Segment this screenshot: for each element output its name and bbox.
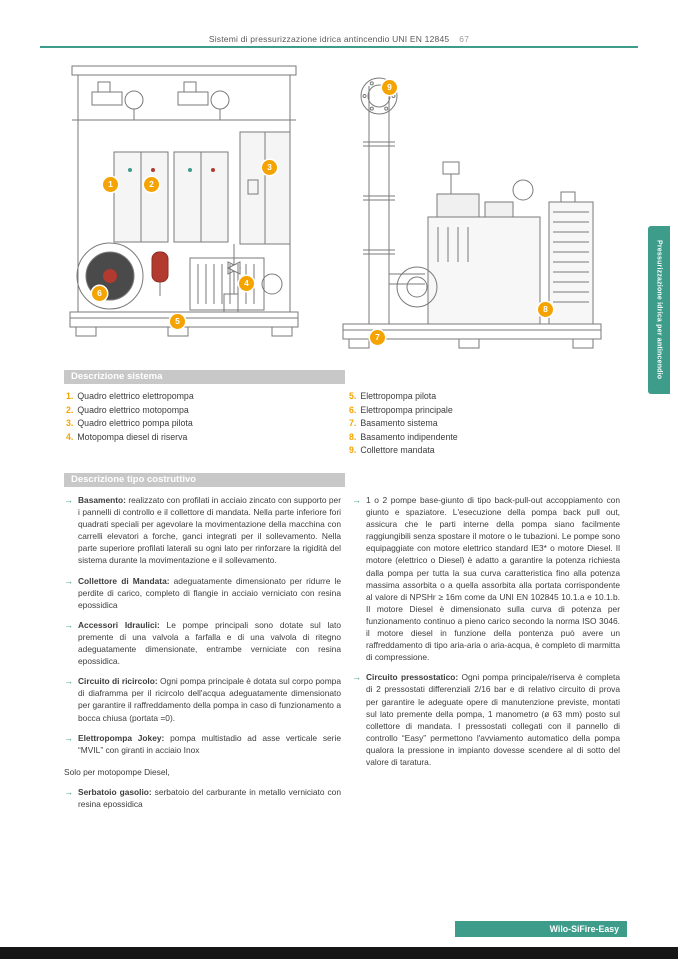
list-item: 4.Motopompa diesel di riserva <box>66 431 336 445</box>
item-number: 5. <box>349 391 357 401</box>
list-item: 1.Quadro elettrico elettropompa <box>66 390 336 404</box>
spec-text: realizzato con profilati in acciaio zinc… <box>78 495 341 566</box>
arrow-bullet-icon: → <box>64 575 73 586</box>
spec-item: → Circuito pressostatico: Ogni pompa pri… <box>352 671 620 768</box>
arrow-bullet-icon: → <box>352 495 361 505</box>
arrow-bullet-icon: → <box>64 732 73 743</box>
system-list-left: 1.Quadro elettrico elettropompa 2.Quadro… <box>66 390 336 444</box>
arrow-bullet-icon: → <box>64 619 73 630</box>
callout-4: 4 <box>239 276 254 291</box>
side-tab: Pressurizzazione idrica per antincendio <box>648 226 670 394</box>
list-item: 7.Basamento sistema <box>349 417 619 431</box>
item-number: 4. <box>66 431 74 442</box>
section-title-descrizione-sistema: Descrizione sistema <box>64 370 345 384</box>
spec-text: Ogni pompa principale è dotata sul corpo… <box>78 676 342 723</box>
system-list-right: 5.Elettropompa pilota 6.Elettropompa pri… <box>349 390 619 458</box>
spec-item: → Basamento: realizzato con profilati in… <box>64 494 341 567</box>
callout-2: 2 <box>144 177 159 192</box>
arrow-bullet-icon: → <box>64 786 73 797</box>
spec-text: adeguatamente dimensionato per ridurre l… <box>78 575 341 610</box>
diesel-note: Solo per motopompe Diesel, <box>64 766 170 777</box>
spec-column-left: → Basamento: realizzato con profilati in… <box>64 494 341 818</box>
item-number: 6. <box>349 404 357 415</box>
list-item: 2.Quadro elettrico motopompa <box>66 404 336 418</box>
list-item: 5.Elettropompa pilota <box>349 390 619 404</box>
item-label: Elettropompa pilota <box>360 391 437 401</box>
item-number: 9. <box>349 445 357 455</box>
spec-lead: Circuito pressostatico: <box>366 672 459 683</box>
spec-item: → Collettore di Mandata: adeguatamente d… <box>64 575 341 611</box>
item-label: Basamento indipendente <box>360 431 458 442</box>
item-label: Quadro elettrico motopompa <box>77 404 189 415</box>
item-label: Quadro elettrico elettropompa <box>77 391 194 401</box>
spec-item: → 1 o 2 pompe base-giunto di tipo back-p… <box>352 494 620 663</box>
item-label: Motopompa diesel di riserva <box>77 431 188 442</box>
callout-5: 5 <box>170 314 185 329</box>
item-label: Basamento sistema <box>360 418 438 428</box>
callout-8: 8 <box>538 302 553 317</box>
item-number: 2. <box>66 404 74 415</box>
list-item: 8.Basamento indipendente <box>349 431 619 445</box>
callout-9: 9 <box>382 80 397 95</box>
spec-text: serbatoio del carburante in metallo vern… <box>78 786 341 809</box>
spec-lead: Serbatoio gasolio: <box>78 786 152 797</box>
spec-lead: Circuito di ricircolo: <box>78 676 158 687</box>
list-item: 3.Quadro elettrico pompa pilota <box>66 417 336 431</box>
section-title-descrizione-tipo-costruttivo: Descrizione tipo costruttivo <box>64 473 345 487</box>
callout-7: 7 <box>370 330 385 345</box>
list-item: 9.Collettore mandata <box>349 444 619 458</box>
spec-text: pompa multistadio ad asse verticale seri… <box>78 732 341 755</box>
page-bottom-edge <box>0 947 678 959</box>
left-technical-drawing <box>69 65 299 337</box>
item-number: 8. <box>349 431 357 442</box>
spec-lead: Accessori Idraulici: <box>78 619 160 630</box>
item-number: 7. <box>349 418 357 428</box>
spec-item: → Serbatoio gasolio: serbatoio del carbu… <box>64 786 341 810</box>
item-label: Elettropompa principale <box>360 404 453 415</box>
spec-lead: Collettore di Mandata: <box>78 575 170 586</box>
right-technical-drawing <box>342 77 602 349</box>
arrow-bullet-icon: → <box>352 672 361 683</box>
spec-column-right: → 1 o 2 pompe base-giunto di tipo back-p… <box>352 494 620 776</box>
spec-text: 1 o 2 pompe base-giunto di tipo back-pul… <box>366 495 620 663</box>
header-rule <box>40 46 638 48</box>
list-item: 6.Elettropompa principale <box>349 404 619 418</box>
item-label: Collettore mandata <box>360 445 435 455</box>
item-number: 3. <box>66 418 74 428</box>
spec-item: → Elettropompa Jokey: pompa multistadio … <box>64 732 341 756</box>
item-label: Quadro elettrico pompa pilota <box>77 418 193 428</box>
spec-lead: Elettropompa Jokey: <box>78 732 165 743</box>
spec-text: Ogni pompa principale/riserva è completa… <box>366 672 620 767</box>
item-number: 1. <box>66 391 74 401</box>
callout-1: 1 <box>103 177 118 192</box>
callout-3: 3 <box>262 160 277 175</box>
header-title: Sistemi di pressurizzazione idrica antin… <box>208 34 450 44</box>
arrow-bullet-icon: → <box>64 676 73 687</box>
footer-product-label: Wilo-SiFire-Easy <box>455 921 627 937</box>
spec-text: Le pompe principali sono dotate sul lato… <box>78 619 341 667</box>
spec-lead: Basamento: <box>78 495 126 505</box>
page-number: 67 <box>459 34 470 44</box>
callout-6: 6 <box>92 286 107 301</box>
side-tab-label: Pressurizzazione idrica per antincendio <box>655 240 663 380</box>
arrow-bullet-icon: → <box>64 495 73 505</box>
spec-item: → Accessori Idraulici: Le pompe principa… <box>64 619 341 667</box>
page-header: Sistemi di pressurizzazione idrica antin… <box>0 34 678 44</box>
spec-item: → Circuito di ricircolo: Ogni pompa prin… <box>64 675 341 723</box>
